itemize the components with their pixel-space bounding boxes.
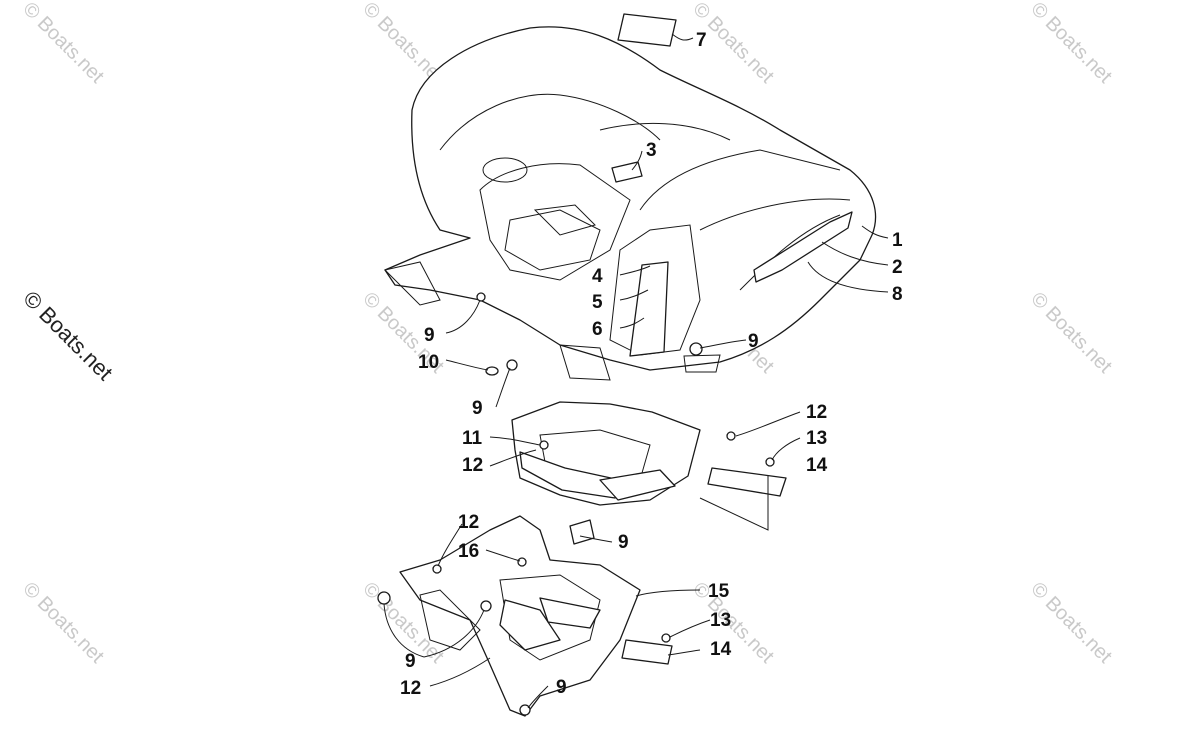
fastener-9 xyxy=(506,359,518,371)
callout-10: 10 xyxy=(418,352,439,373)
callout-9: 9 xyxy=(556,677,567,698)
fastener-9 xyxy=(519,704,531,716)
watermark: © Boats.net xyxy=(18,0,108,88)
watermark: © Boats.net xyxy=(1026,578,1116,668)
fastener-9 xyxy=(377,591,391,605)
callout-2: 2 xyxy=(892,257,903,278)
left-footwell xyxy=(511,401,701,506)
callout-7: 7 xyxy=(696,30,707,51)
callout-5: 5 xyxy=(592,292,603,313)
right-footwell xyxy=(399,515,641,717)
callout-12: 12 xyxy=(400,678,421,699)
decal-4-5-6 xyxy=(629,261,669,357)
watermark: © Boats.net xyxy=(18,578,108,668)
screw-16 xyxy=(517,557,527,567)
footrest-14-lower xyxy=(621,639,673,665)
callout-9: 9 xyxy=(424,325,435,346)
callout-12: 12 xyxy=(806,402,827,423)
screw-12 xyxy=(432,564,442,574)
screw-12 xyxy=(726,431,736,441)
decal-7 xyxy=(617,13,677,47)
callout-13: 13 xyxy=(806,428,827,449)
callout-11: 11 xyxy=(462,428,483,449)
decal-2-8 xyxy=(753,211,853,283)
callout-9: 9 xyxy=(618,532,629,553)
callout-14: 14 xyxy=(806,455,828,476)
callout-4: 4 xyxy=(592,266,603,287)
callout-9: 9 xyxy=(405,651,416,672)
callout-1: 1 xyxy=(892,230,903,251)
footrest-14-upper xyxy=(707,467,787,497)
fastener-9 xyxy=(689,342,703,356)
washer-10 xyxy=(485,366,499,376)
callout-12: 12 xyxy=(462,455,483,476)
callout-15: 15 xyxy=(708,581,730,602)
watermark: © Boats.net xyxy=(1026,288,1116,378)
screw-12 xyxy=(539,440,549,450)
callout-12: 12 xyxy=(458,512,479,533)
fastener-9 xyxy=(476,292,486,302)
callout-9: 9 xyxy=(748,331,759,352)
fastener-9 xyxy=(480,600,492,612)
rear-fender xyxy=(384,26,877,381)
callout-16: 16 xyxy=(458,541,479,562)
callout-8: 8 xyxy=(892,284,903,305)
rivet-13 xyxy=(661,633,671,643)
callout-13: 13 xyxy=(710,610,731,631)
callout-14: 14 xyxy=(710,639,732,660)
callout-9: 9 xyxy=(472,398,483,419)
leader-lines xyxy=(383,33,889,709)
watermark-main: © Boats.net xyxy=(18,286,117,385)
watermark: © Boats.net xyxy=(1026,0,1116,88)
callout-labels: 7 3 1 2 8 4 5 6 9 9 10 9 12 11 13 12 14 … xyxy=(400,30,903,699)
callout-6: 6 xyxy=(592,319,603,340)
callout-3: 3 xyxy=(646,140,657,161)
